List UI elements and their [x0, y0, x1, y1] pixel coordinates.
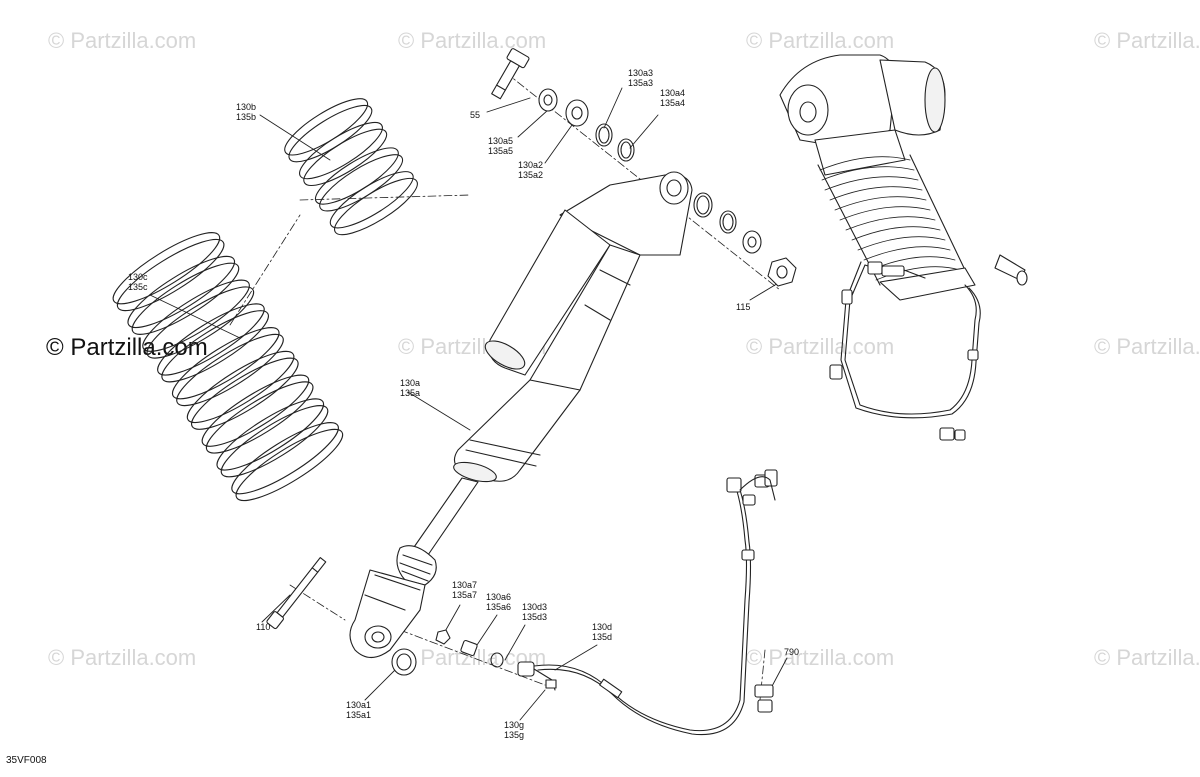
watermark-main: © Partzilla.com — [46, 334, 208, 361]
callout-790: 790 — [784, 647, 800, 657]
bearing-130a2 — [565, 99, 589, 127]
leader-lines — [149, 87, 788, 721]
harness-right — [844, 264, 977, 415]
callout-110: 110 — [256, 622, 271, 632]
ring-right-1 — [693, 192, 713, 218]
harness-connectors — [599, 469, 778, 713]
ring-130a3 — [595, 123, 613, 147]
watermark: © Partzilla.com — [1094, 334, 1200, 359]
shock-absorber-130a — [349, 171, 693, 659]
watermark: © Partzilla.com — [398, 28, 547, 53]
watermark: © Partzilla.com — [746, 334, 895, 359]
bolt-110 — [266, 557, 327, 630]
oring-130d3 — [490, 652, 504, 668]
bolt-55 — [491, 48, 530, 100]
bushing-130a1 — [391, 648, 417, 676]
callout-55: 55 — [470, 110, 481, 120]
bushing-130a5 — [538, 88, 558, 112]
watermark: © Partzilla.com — [1094, 28, 1200, 53]
nut-115 — [767, 257, 797, 287]
ring-right-2 — [719, 210, 737, 234]
watermark: © Partzilla.com — [48, 28, 197, 53]
watermark: © Partzilla.com — [48, 645, 197, 670]
ring-130a4 — [617, 138, 635, 162]
watermark: © Partzilla.com — [1094, 645, 1200, 670]
sensor-130g — [517, 661, 557, 691]
callout-115: 115 — [736, 302, 751, 312]
fitting-130a6 — [460, 639, 478, 657]
diagram-code: 35VF008 — [6, 755, 47, 766]
assembled-shock — [779, 54, 1028, 301]
harness-130d — [533, 484, 748, 732]
watermark: © Partzilla.com — [746, 28, 895, 53]
coil-spring — [112, 98, 418, 502]
nut-130a7 — [435, 629, 451, 645]
watermark: © Partzilla.com — [746, 645, 895, 670]
bushing-right — [742, 230, 762, 254]
